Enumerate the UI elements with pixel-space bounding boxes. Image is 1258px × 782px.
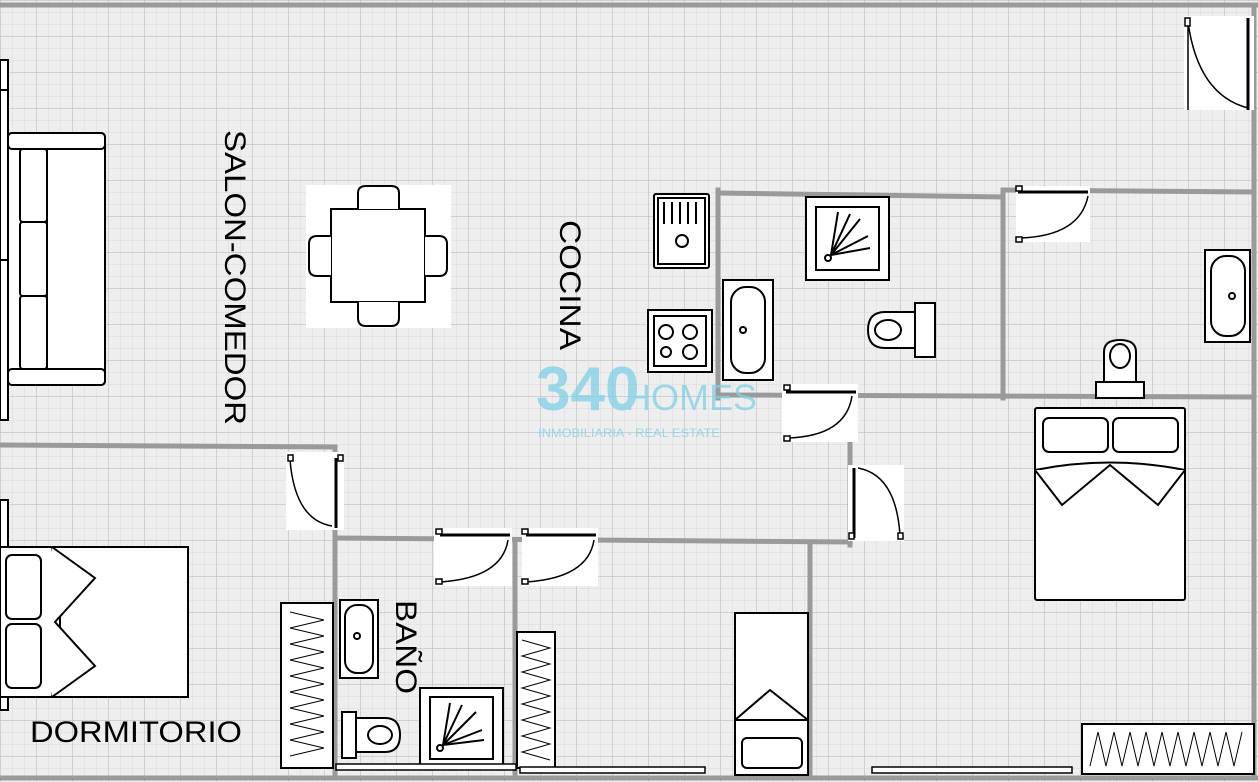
door-swing-icon	[521, 528, 598, 586]
wardrobe-icon	[516, 631, 556, 769]
door-swing-icon	[434, 528, 512, 586]
cooktop-icon	[647, 309, 713, 373]
door-swing-icon	[782, 384, 858, 442]
window-icon	[335, 763, 1073, 774]
bathtub-icon	[339, 599, 379, 679]
room-label-cocina: COCINA	[553, 220, 586, 350]
window-icon	[0, 59, 9, 421]
door-swing-icon	[1184, 16, 1254, 110]
kitchen-sink-icon	[653, 193, 710, 269]
dining-table-icon	[306, 185, 451, 328]
brand-watermark: 340 HOMES INMOBILIARIA - REAL ESTATE	[536, 355, 757, 440]
wardrobe-icon	[280, 602, 334, 769]
bathtub-icon	[1204, 249, 1251, 343]
toilet-icon	[1095, 338, 1145, 399]
toilet-icon	[341, 711, 402, 759]
watermark-logo-number: 340	[536, 355, 639, 424]
double-bed-icon	[0, 499, 189, 711]
sofa-icon	[7, 132, 106, 386]
single-bed-icon	[734, 612, 809, 776]
room-label-salon: SALON-COMEDOR	[218, 130, 251, 425]
door-swing-icon	[848, 465, 904, 541]
shower-icon	[805, 196, 890, 281]
double-bed-icon	[1034, 407, 1186, 601]
toilet-icon	[866, 302, 936, 358]
door-swing-icon	[286, 452, 344, 530]
watermark-brand: HOMES	[625, 377, 757, 418]
room-label-dormitorio: DORMITORIO	[30, 716, 242, 749]
door-swing-icon	[1015, 185, 1090, 243]
room-label-bano: BAÑO	[389, 600, 423, 694]
watermark-tagline: INMOBILIARIA - REAL ESTATE	[538, 426, 720, 440]
shower-icon	[419, 687, 504, 769]
wardrobe-icon	[1081, 723, 1255, 775]
bathtub-icon	[722, 279, 774, 381]
